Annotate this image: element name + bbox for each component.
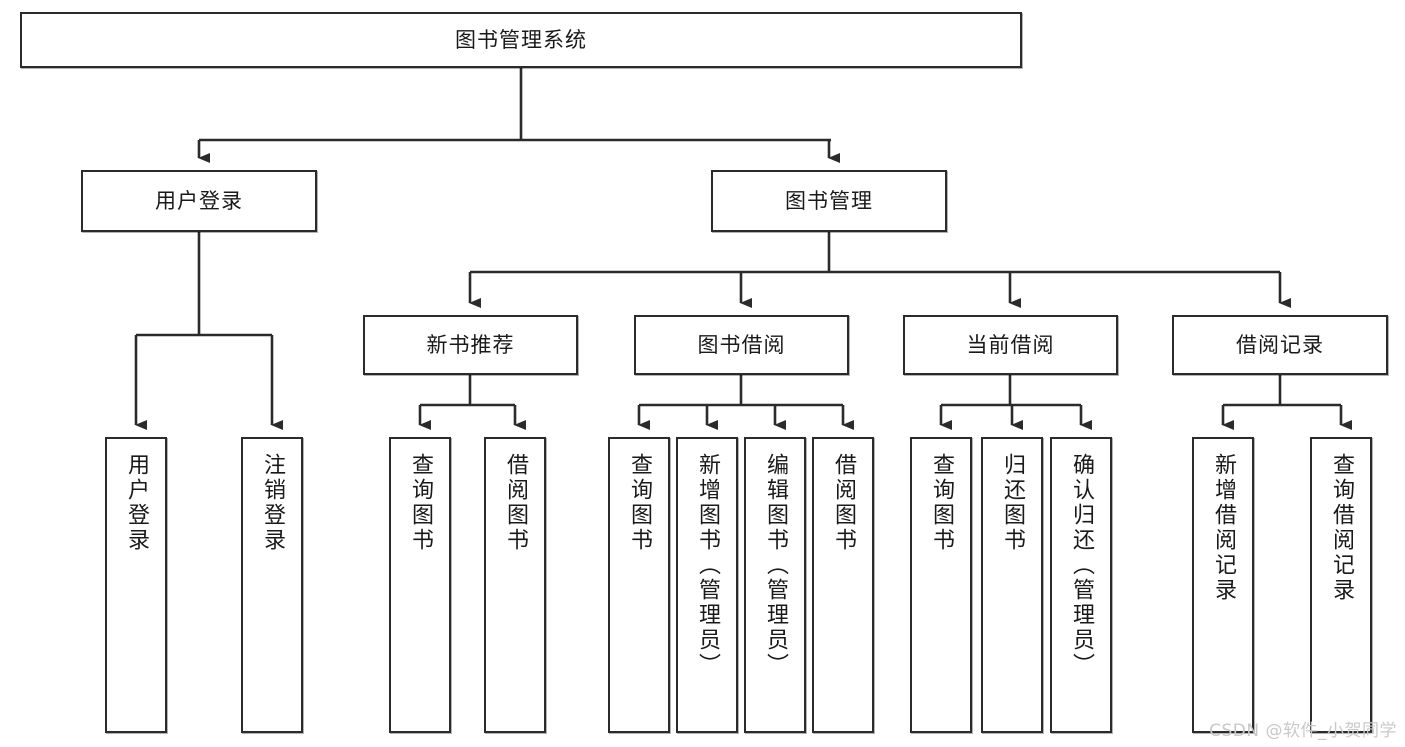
node-user-login[interactable]: 用户登录 [81, 170, 317, 232]
node-label: 注销登录 [260, 453, 285, 553]
watermark: CSDN @软件_小贺同学 [1209, 721, 1397, 741]
node-label: 用户登录 [124, 453, 149, 553]
node-current-query-book[interactable]: 查询图书 [910, 437, 972, 733]
node-label: 新增图书（管理员） [695, 453, 720, 678]
node-label: 查询借阅记录 [1329, 453, 1354, 603]
node-label: 编辑图书（管理员） [763, 453, 788, 678]
node-current-borrow[interactable]: 当前借阅 [903, 315, 1118, 375]
node-borrow-borrow-book[interactable]: 借阅图书 [812, 437, 874, 733]
node-label: 用户登录 [155, 188, 243, 213]
node-new-book-recommend[interactable]: 新书推荐 [363, 315, 578, 375]
node-borrow-query-book[interactable]: 查询图书 [608, 437, 670, 733]
node-records-query-record[interactable]: 查询借阅记录 [1310, 437, 1372, 733]
node-label: 查询图书 [929, 453, 954, 553]
node-user-logout-action[interactable]: 注销登录 [241, 437, 303, 733]
node-borrow-add-book-admin[interactable]: 新增图书（管理员） [676, 437, 738, 733]
node-current-confirm-return-admin[interactable]: 确认归还（管理员） [1050, 437, 1112, 733]
node-current-return-book[interactable]: 归还图书 [981, 437, 1043, 733]
node-borrow-records[interactable]: 借阅记录 [1172, 315, 1388, 375]
node-label: 借阅图书 [503, 453, 528, 553]
node-label: 图书管理系统 [455, 27, 587, 52]
node-label: 确认归还（管理员） [1069, 453, 1094, 678]
node-label: 查询图书 [408, 453, 433, 553]
node-recommend-borrow-book[interactable]: 借阅图书 [484, 437, 546, 733]
node-root[interactable]: 图书管理系统 [20, 12, 1022, 68]
node-recommend-query-book[interactable]: 查询图书 [389, 437, 451, 733]
node-label: 图书管理 [785, 188, 873, 213]
node-label: 图书借阅 [697, 332, 786, 357]
node-records-add-record[interactable]: 新增借阅记录 [1192, 437, 1254, 733]
node-label: 借阅图书 [831, 453, 856, 553]
node-label: 归还图书 [1000, 453, 1025, 553]
node-label: 当前借阅 [966, 332, 1055, 357]
node-label: 新书推荐 [426, 332, 515, 357]
node-label: 新增借阅记录 [1211, 453, 1236, 603]
node-user-login-action[interactable]: 用户登录 [105, 437, 167, 733]
node-book-borrow[interactable]: 图书借阅 [634, 315, 849, 375]
node-label: 借阅记录 [1236, 332, 1324, 357]
node-borrow-edit-book-admin[interactable]: 编辑图书（管理员） [744, 437, 806, 733]
node-label: 查询图书 [627, 453, 652, 553]
node-book-management[interactable]: 图书管理 [711, 170, 947, 232]
